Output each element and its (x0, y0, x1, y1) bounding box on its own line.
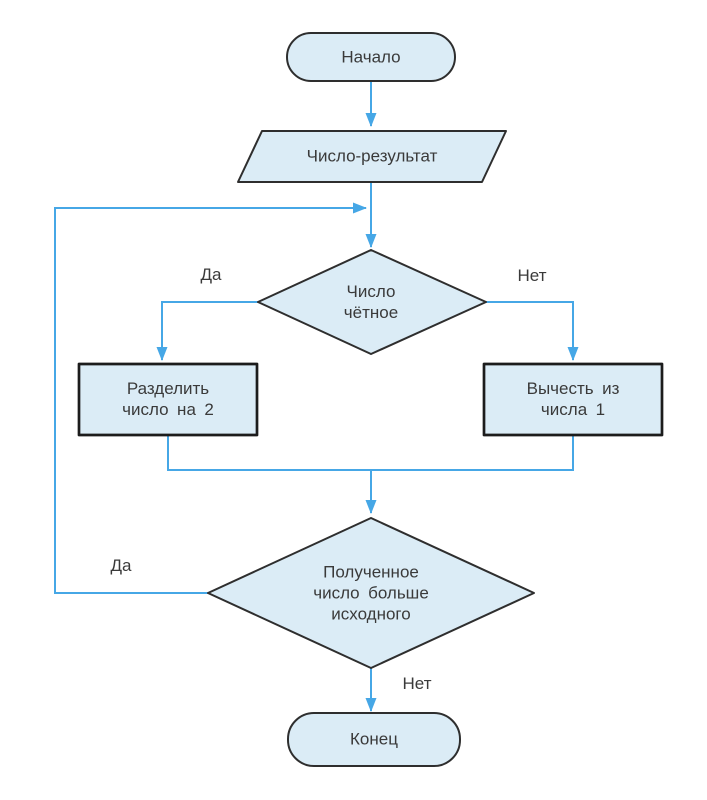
node-input-label: Число-результат (306, 146, 438, 166)
node-decision-greater-label: Полученное число больше исходного (313, 562, 429, 624)
edge-decision-even-yes (156, 301, 258, 361)
node-decision-even-shape (257, 249, 487, 355)
node-end-label: Конец (350, 729, 398, 749)
edge-label-even-no: Нет (517, 266, 547, 285)
node-decision-even-label: Число чётное (343, 282, 399, 322)
edge-label-greater-yes: Да (110, 556, 132, 575)
node-start-label: Начало (341, 47, 401, 67)
edge-label-even-yes: Да (200, 265, 222, 284)
node-subtract-shape (482, 362, 664, 437)
node-subtract-label: Вычесть из числа 1 (526, 379, 620, 419)
edge-label-greater-no: Нет (402, 674, 432, 693)
node-input-shape (237, 130, 507, 183)
edge-loop-greater-yes (54, 202, 367, 594)
edge-merge (167, 435, 574, 471)
node-decision-greater-shape (207, 517, 535, 669)
node-divide-shape (77, 362, 259, 437)
edge-decision-even-no (486, 301, 579, 361)
node-end-shape (287, 712, 461, 767)
node-divide-label: Разделить число на 2 (122, 379, 214, 419)
node-start-shape (286, 32, 456, 82)
